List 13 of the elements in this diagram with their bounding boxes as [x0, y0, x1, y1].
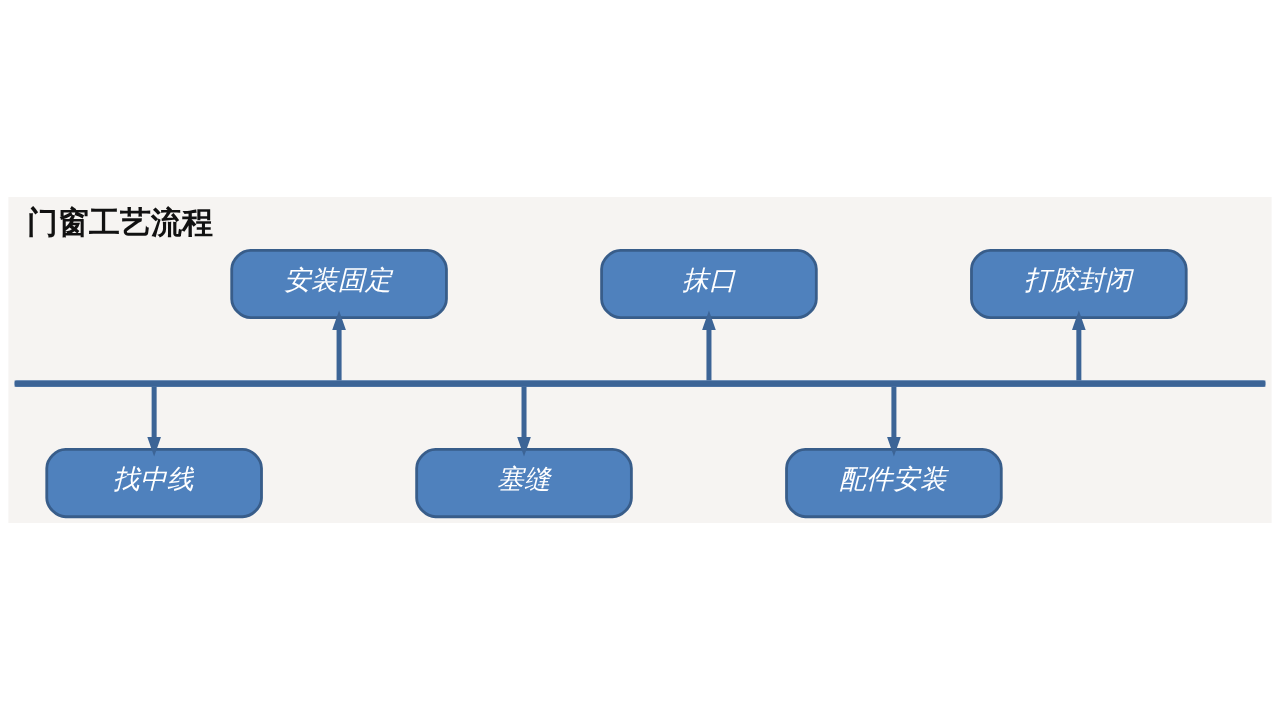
arrow — [702, 310, 716, 381]
arrow — [517, 386, 531, 457]
arrow — [887, 386, 901, 457]
diagram-title: 门窗工艺流程 — [27, 204, 214, 241]
node-box: 打胶封闭 — [970, 248, 1188, 320]
arrow — [147, 386, 161, 457]
arrow — [332, 310, 346, 381]
node-box: 安装固定 — [230, 248, 448, 320]
node-box: 抹口 — [600, 248, 818, 320]
node-box: 配件安装 — [785, 447, 1003, 519]
node-box: 塞缝 — [415, 447, 633, 519]
node-box: 找中线 — [45, 447, 263, 519]
arrow — [1072, 310, 1086, 381]
